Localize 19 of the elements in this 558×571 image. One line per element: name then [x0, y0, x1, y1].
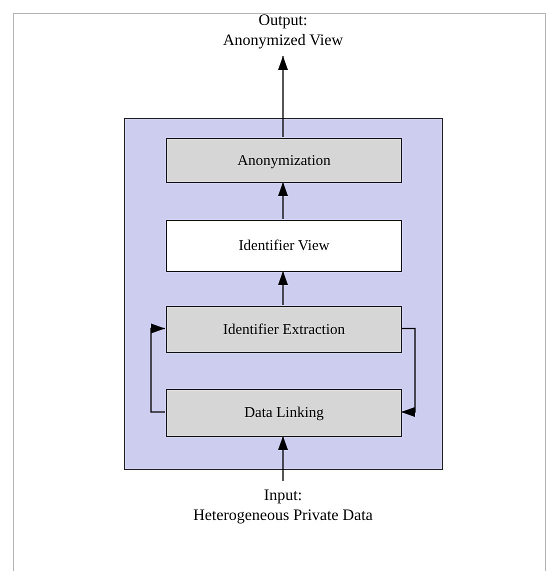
process-box	[166, 220, 402, 272]
arrow	[278, 271, 288, 305]
io-heading: Output:	[258, 11, 308, 31]
process-box	[166, 306, 402, 353]
process-box	[166, 138, 402, 183]
process-box	[166, 389, 402, 437]
arrow	[278, 436, 288, 481]
arrow	[278, 56, 288, 137]
io-heading: Input:	[264, 486, 302, 506]
arrow	[150, 324, 165, 413]
box-label: Identifier Extraction	[222, 320, 346, 340]
group-panel	[124, 118, 443, 470]
box-label: Anonymization	[237, 152, 331, 170]
io-label: Heterogeneous Private Data	[193, 506, 373, 526]
box-label: Identifier View	[238, 237, 330, 256]
io-label: Anonymized View	[222, 31, 344, 51]
arrow	[278, 182, 288, 219]
arrow	[401, 328, 416, 417]
box-label: Data Linking	[244, 404, 324, 423]
